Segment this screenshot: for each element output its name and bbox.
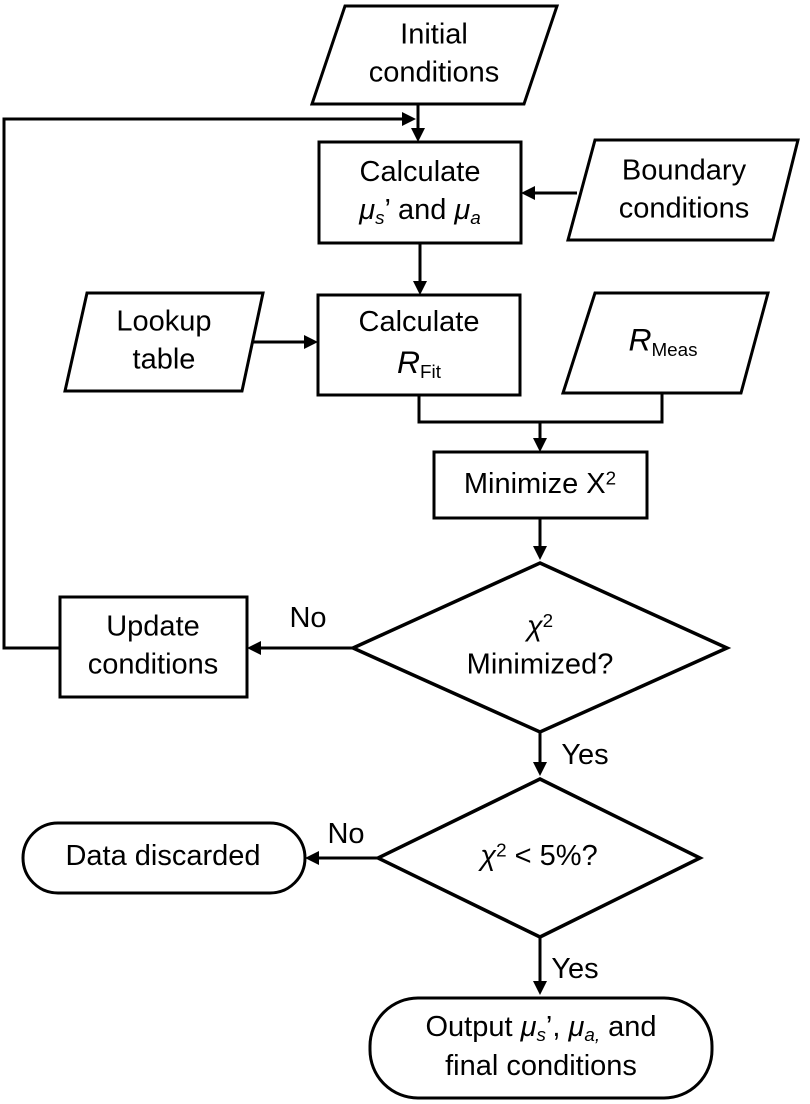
output-mu-s-subscript: s <box>536 1024 546 1046</box>
rfit-symbol: R <box>397 343 421 380</box>
boundary-line2: conditions <box>618 192 750 224</box>
data-discarded-stadium <box>21 821 307 895</box>
boundary-conditions-label: Boundary conditions <box>619 152 750 227</box>
mu-a-symbol: μ <box>454 193 471 226</box>
chi-threshold-diamond <box>374 777 704 939</box>
output-line2: final conditions <box>445 1049 637 1082</box>
initial-line2: conditions <box>368 56 500 88</box>
output-mu-a: μ <box>568 1010 585 1043</box>
initial-conditions-parallelogram <box>309 4 560 106</box>
arrowhead-into-minimize <box>533 438 547 452</box>
arrowhead-boundary <box>521 186 535 200</box>
node-shapes <box>21 4 800 1100</box>
output-mu-a-subscript: a, <box>584 1024 601 1046</box>
output-mu-s: μ <box>520 1010 537 1043</box>
data-discarded-text: Data discarded <box>65 840 261 873</box>
arrowhead-into-rfit <box>413 281 427 295</box>
chi2-symbol: χ <box>480 840 497 873</box>
update-conditions-rect <box>58 595 249 699</box>
minimize-superscript: 2 <box>605 467 617 489</box>
output-seg1: ’, <box>545 1010 569 1043</box>
initial-line1: Initial <box>400 18 468 51</box>
minimize-chi-rect <box>432 450 649 520</box>
boundary-line1: Boundary <box>621 154 747 187</box>
mu-s-subscript: s <box>375 206 385 228</box>
arrowhead-into-discard <box>305 851 319 865</box>
calc-mu-line1: Calculate <box>359 155 481 188</box>
chi-minimized-line2: Minimized? <box>466 648 614 680</box>
chi2-rest-text: < 5%? <box>506 840 598 873</box>
output-label: Output μs’, μa, and final conditions <box>425 1009 656 1085</box>
output-stadium <box>368 996 714 1100</box>
no-label-threshold: No <box>327 818 365 851</box>
arrowheads <box>247 112 547 995</box>
update-line2: conditions <box>87 648 219 680</box>
connector-lines <box>2 104 664 983</box>
arrowhead-lookup <box>304 335 318 349</box>
yes-label-threshold: Yes <box>551 953 599 986</box>
lookup-table-label: Lookup table <box>116 303 211 378</box>
arrowhead-into-calc <box>411 128 425 142</box>
minimize-chi-label: Minimize X2 <box>464 466 616 504</box>
update-conditions-label: Update conditions <box>88 608 219 683</box>
lookup-table-parallelogram <box>63 291 265 393</box>
chi-symbol: χ <box>526 610 543 643</box>
minimize-text: Minimize X <box>463 468 606 501</box>
rfit-line1: Calculate <box>358 305 480 338</box>
calculate-rfit-label: Calculate RFit <box>359 304 480 384</box>
edge-feedback-loop <box>2 117 404 650</box>
arrowhead-into-decision1 <box>533 546 547 560</box>
chi-minimized-label: χ2 Minimized? <box>467 608 614 683</box>
output-prefix: Output <box>425 1010 521 1043</box>
calculate-rfit-rect <box>316 293 522 397</box>
update-line1: Update <box>106 610 200 643</box>
rmeas-symbol: R <box>628 321 652 358</box>
rmeas-label: RMeas <box>628 320 697 363</box>
output-seg2: and <box>600 1010 657 1043</box>
chi2-superscript: 2 <box>496 839 507 861</box>
calculate-mu-label: Calculate μs’ and μa <box>359 154 481 230</box>
calculate-mu-rect <box>317 140 523 245</box>
calc-mu-mid-text: ’ and <box>384 193 455 226</box>
yes-label-minimized: Yes <box>561 739 609 772</box>
no-label-minimized: No <box>289 602 327 635</box>
calc-mu-line2: μs’ and μa <box>359 191 481 230</box>
chi-minimized-line1: χ2 <box>467 608 614 646</box>
rfit-line2: RFit <box>359 341 480 384</box>
output-line1: Output μs’, μa, and <box>425 1009 656 1048</box>
arrowhead-into-update <box>247 641 261 655</box>
rmeas-subscript: Meas <box>651 338 698 360</box>
edge-merge-rfit-rmeas <box>417 393 664 424</box>
arrowhead-into-decision2 <box>533 762 547 776</box>
mu-a-subscript: a <box>470 206 481 228</box>
rmeas-parallelogram <box>560 291 770 395</box>
data-discarded-label: Data discarded <box>65 838 260 876</box>
boundary-conditions-parallelogram <box>566 138 800 242</box>
rfit-subscript: Fit <box>420 360 441 382</box>
initial-conditions-label: Initial conditions <box>369 16 500 91</box>
lookup-line2: table <box>132 343 196 375</box>
mu-s-symbol: μ <box>359 193 376 226</box>
chi-superscript: 2 <box>542 609 554 631</box>
arrowhead-feedback-join <box>402 112 416 126</box>
chi-minimized-diamond <box>348 561 732 734</box>
chi-threshold-label: χ2 < 5%? <box>480 838 597 876</box>
arrowhead-into-output <box>533 981 547 995</box>
lookup-line1: Lookup <box>116 305 212 338</box>
